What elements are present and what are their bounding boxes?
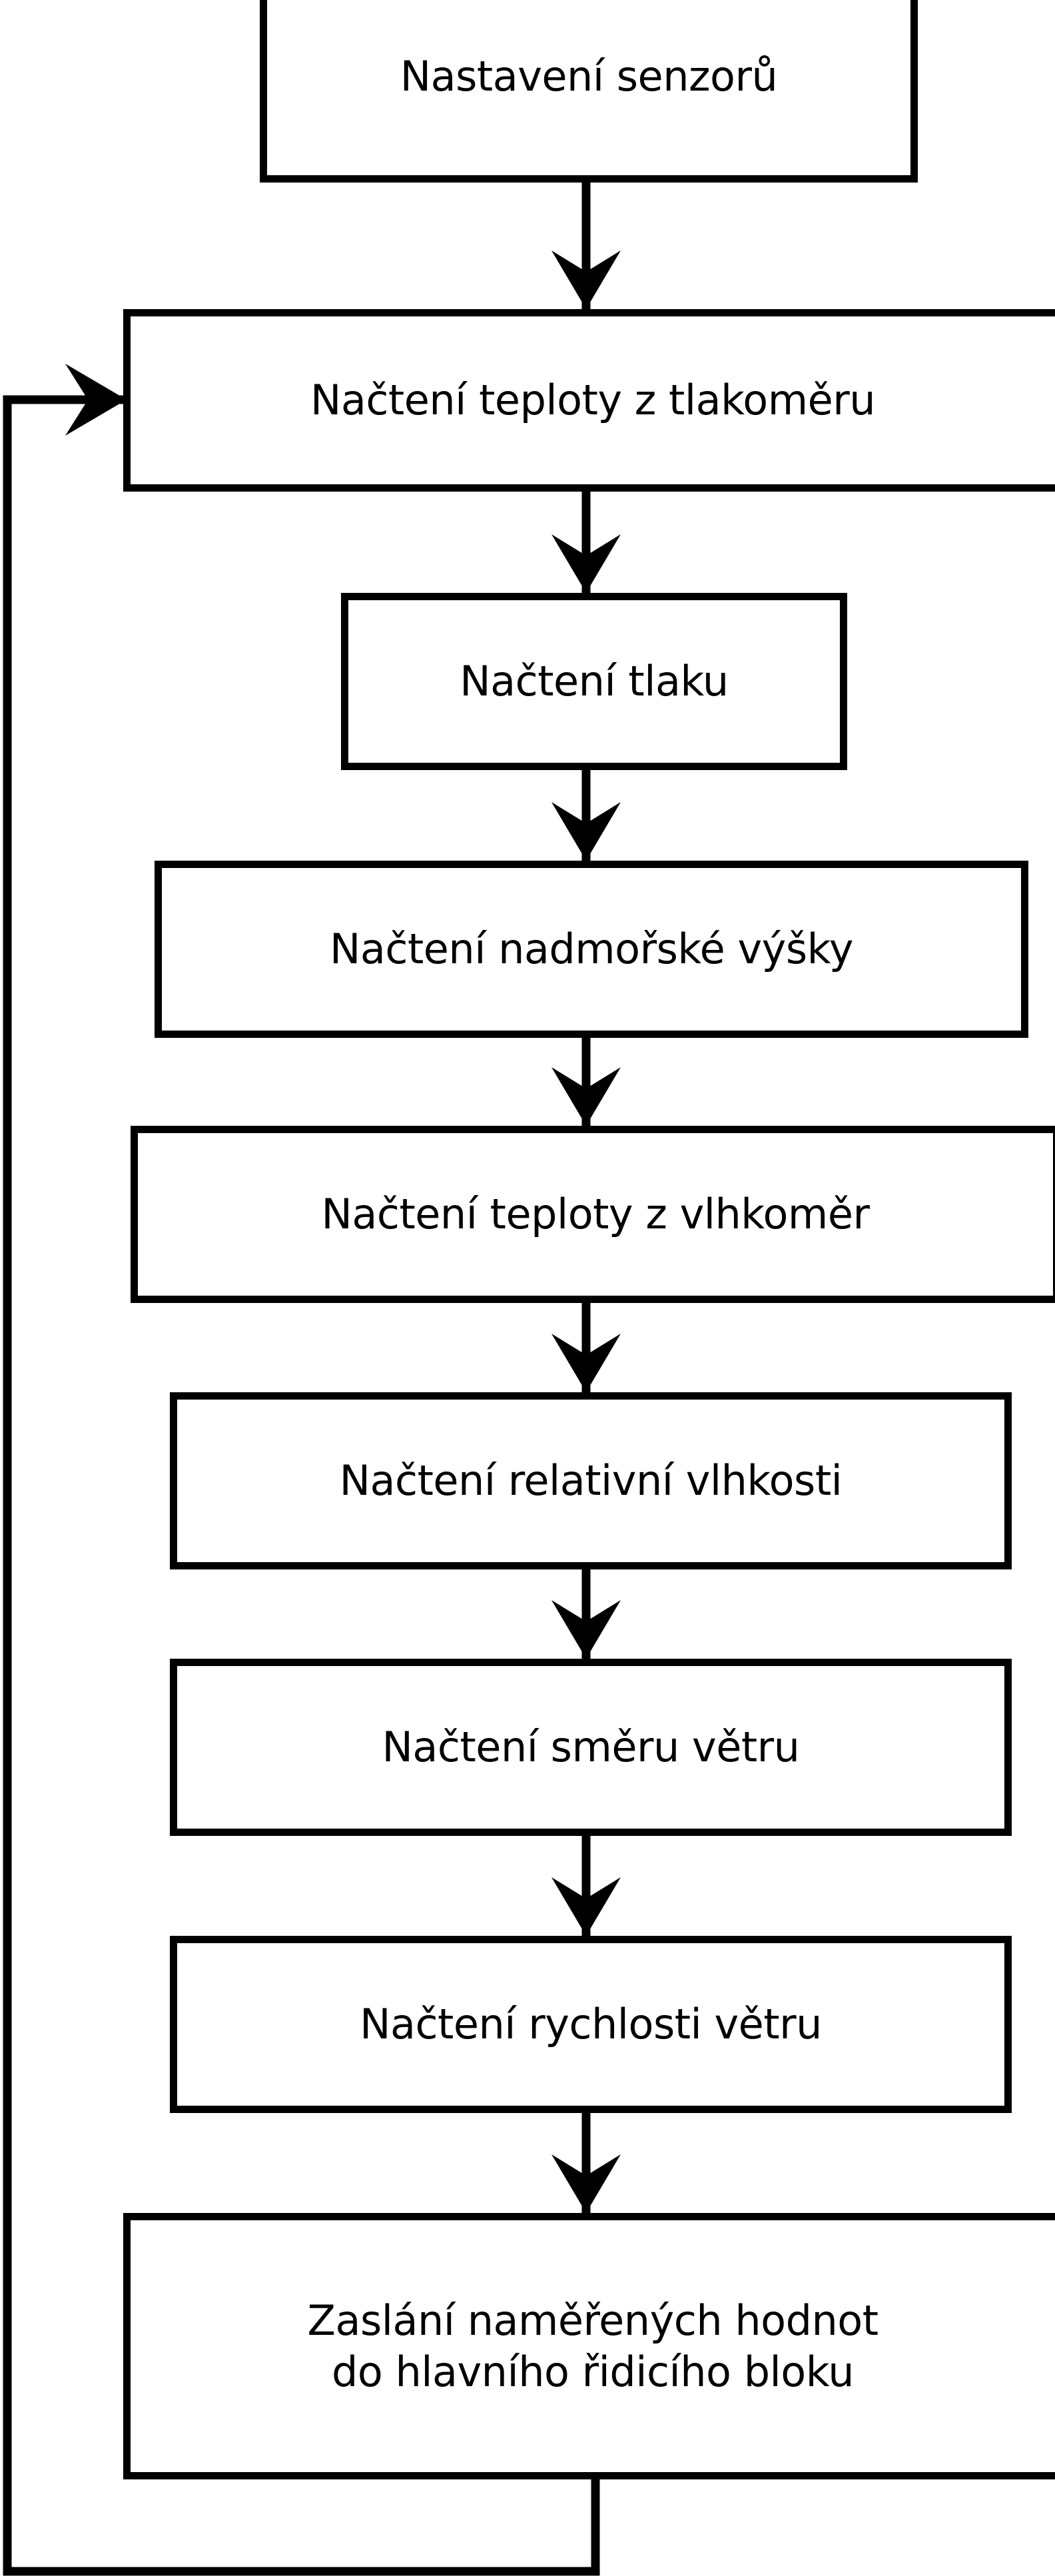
process-node-zaslani-namerenych-hodnot[interactable]: Zaslání naměřených hodnot do hlavního ři… [123,2213,1055,2479]
node-label: Načtení teploty z tlakoměru [310,376,876,425]
node-label: Zaslání naměřených hodnot do hlavního ři… [307,2296,879,2397]
process-node-nacteni-rychlosti-vetru[interactable]: Načtení rychlosti větru [170,1936,1012,2113]
process-node-nacteni-tlaku[interactable]: Načtení tlaku [341,593,847,770]
process-node-nacteni-teploty-z-vlhkomeru[interactable]: Načtení teploty z vlhkoměr [131,1126,1055,1303]
process-node-nacteni-nadmorske-vysky[interactable]: Načtení nadmořské výšky [155,861,1028,1038]
process-node-nastaveni-senzoru[interactable]: Nastavení senzorů [260,0,918,183]
node-label: Načtení teploty z vlhkoměr [321,1190,870,1239]
edge-n9-n2-loopback [3,364,600,2576]
node-label: Nastavení senzorů [400,52,778,101]
process-node-nacteni-smeru-vetru[interactable]: Načtení směru větru [170,1659,1012,1836]
edge-n6-n7 [551,1569,621,1659]
node-label: Načtení směru větru [382,1723,800,1772]
node-label: Načtení relativní vlhkosti [339,1456,843,1505]
edge-n5-n6 [551,1303,621,1392]
edge-n2-n3 [551,492,621,593]
edge-n1-n2 [551,183,621,309]
edge-n8-n9 [551,2113,621,2213]
edge-n7-n8 [551,1836,621,1936]
edge-n3-n4 [551,770,621,861]
process-node-nacteni-relativni-vlhkosti[interactable]: Načtení relativní vlhkosti [170,1392,1012,1569]
node-label: Načtení nadmořské výšky [329,925,854,974]
process-node-nacteni-teploty-z-tlakomeru[interactable]: Načtení teploty z tlakoměru [123,309,1055,492]
node-label: Načtení rychlosti větru [360,2000,822,2049]
node-label: Načtení tlaku [460,657,729,706]
edge-n4-n5 [551,1038,621,1126]
